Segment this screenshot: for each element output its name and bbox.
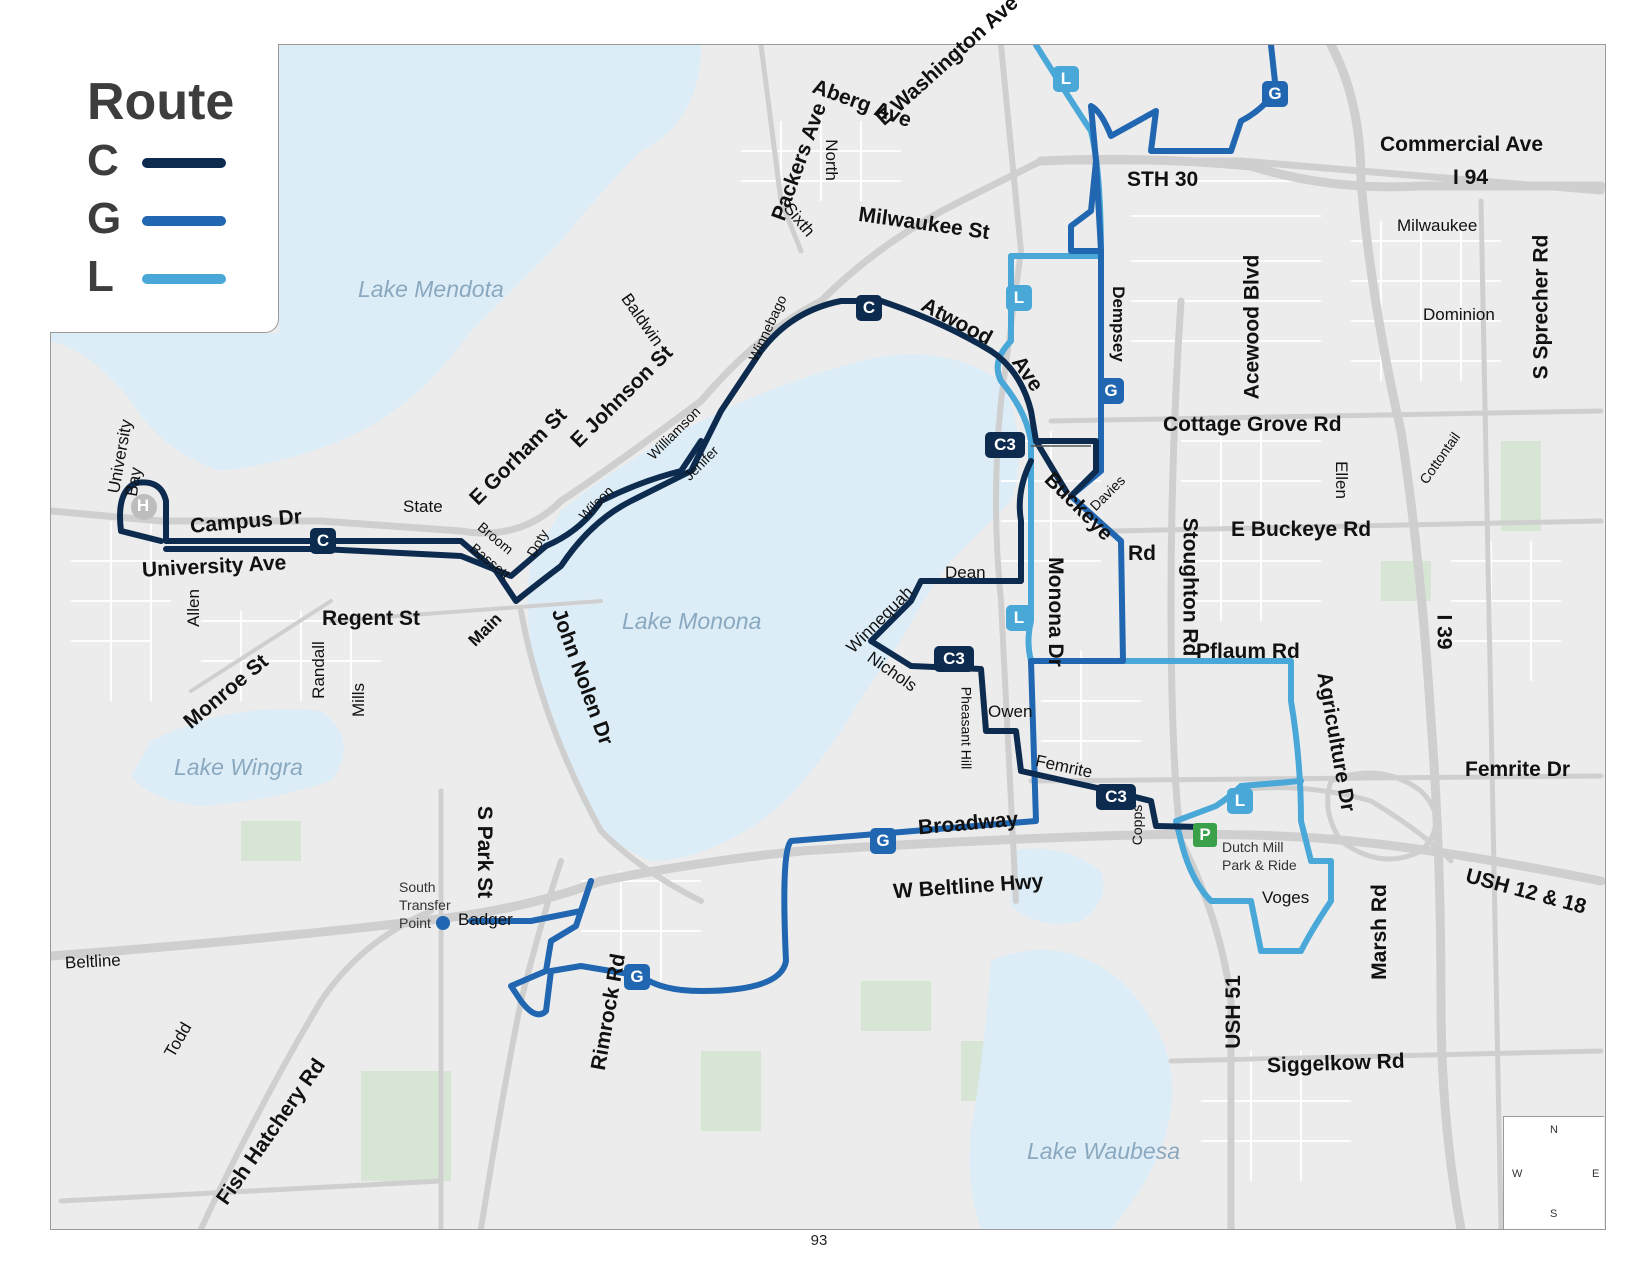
s-sprecher-rd-label: S Sprecher Rd: [1529, 234, 1553, 380]
dutch-mill-park-ride-label: Dutch Mill Park & Ride: [1222, 839, 1297, 873]
lake-upper-mud: [1011, 848, 1104, 924]
lake-monona-label: Lake Monona: [622, 608, 762, 634]
voges-label: Voges: [1262, 888, 1310, 907]
compass-w: W: [1512, 1168, 1523, 1180]
compass-e: E: [1592, 1168, 1600, 1180]
compass-box: N S E W: [1503, 1116, 1604, 1229]
copps-label: Copps: [1129, 804, 1146, 846]
regent-st-label: Regent St: [322, 607, 421, 630]
park-and-ride-icon: P: [1193, 823, 1217, 847]
lake-wingra: [131, 709, 344, 806]
sth-30-label: STH 30: [1127, 168, 1199, 191]
north-label: North: [821, 139, 841, 181]
route-c3-badge: C3: [985, 432, 1025, 458]
route-c-line: [117, 298, 1099, 604]
monona-dr-label: Monona Dr: [1043, 557, 1067, 667]
route-l-badge: L: [1006, 605, 1032, 631]
e-buckeye-rd-label: E Buckeye Rd: [1231, 518, 1372, 541]
milwaukee-label: Milwaukee: [1397, 216, 1478, 235]
ellen-label: Ellen: [1331, 461, 1351, 499]
legend-title: Route: [87, 73, 235, 131]
randall-label: Randall: [308, 641, 328, 699]
s-park-st-label: S Park St: [473, 805, 497, 899]
acewood-blvd-label: Acewood Blvd: [1240, 254, 1264, 400]
pflaum-rd-label: Pflaum Rd: [1196, 640, 1300, 663]
route-g-badge: G: [1098, 378, 1124, 404]
route-c3-badge: C3: [1096, 784, 1136, 810]
commercial-ave-label: Commercial Ave: [1380, 133, 1544, 156]
owen-label: Owen: [988, 702, 1033, 721]
route-g-badge: G: [624, 964, 650, 990]
lake-mendota-label: Lake Mendota: [358, 276, 504, 302]
lake-wingra-label: Lake Wingra: [174, 754, 303, 780]
ush-51-label: USH 51: [1221, 975, 1245, 1049]
route-l-badge: L: [1053, 66, 1079, 92]
route-g-badge: G: [1262, 81, 1288, 107]
i-94-label: I 94: [1453, 166, 1489, 189]
i-39-label: I 39: [1432, 614, 1456, 650]
page-number: 93: [810, 1232, 828, 1249]
lake-mendota: [51, 45, 701, 471]
route-l-badge: L: [1227, 788, 1253, 814]
pheasant-hill-label: Pheasant Hill: [958, 686, 975, 770]
legend-code-c: C: [87, 136, 119, 185]
compass-n: N: [1550, 1124, 1558, 1136]
route-legend: Route C G L: [50, 44, 279, 333]
lake-waubesa: [969, 949, 1173, 1229]
legend-swatch-l: [142, 274, 226, 284]
compass-s: S: [1550, 1208, 1558, 1220]
legend-code-l: L: [87, 252, 114, 301]
badger-label: Badger: [458, 910, 513, 929]
mills-label: Mills: [349, 683, 368, 717]
legend-row-l: L: [87, 252, 267, 304]
siggelkow-rd-label: Siggelkow Rd: [1266, 1049, 1406, 1078]
map-area: [50, 44, 1606, 1230]
route-c3-line: [868, 458, 1204, 830]
lake-waubesa-label: Lake Waubesa: [1027, 1138, 1181, 1164]
legend-row-g: G: [87, 194, 267, 246]
marsh-rd-label: Marsh Rd: [1367, 884, 1391, 980]
dominion-label: Dominion: [1423, 305, 1495, 324]
hospital-marker: [131, 494, 157, 520]
legend-row-c: C: [87, 136, 267, 188]
legend-code-g: G: [87, 194, 122, 243]
dean-label: Dean: [945, 563, 986, 582]
route-g-badge: G: [870, 828, 896, 854]
cottage-grove-rd-label: Cottage Grove Rd: [1163, 413, 1342, 436]
hospital-icon: H: [136, 496, 150, 515]
buckeye-rd-suffix-label: Rd: [1128, 542, 1156, 565]
dempsey-label: Dempsey: [1108, 286, 1128, 362]
major-roads: [51, 45, 1605, 1229]
south-transfer-point-marker: [436, 916, 450, 930]
allen-label: Allen: [183, 589, 203, 627]
route-c3-badge: C3: [934, 646, 974, 672]
legend-swatch-g: [142, 216, 226, 226]
legend-swatch-c: [142, 158, 226, 168]
beltline-label: Beltline: [64, 950, 122, 973]
femrite-dr-label: Femrite Dr: [1465, 758, 1571, 781]
south-transfer-point-label: South Transfer Point: [399, 879, 451, 931]
route-c-badge: C: [310, 528, 336, 554]
route-c-badge: C: [856, 295, 882, 321]
state-label: State: [403, 497, 443, 516]
stoughton-rd-label: Stoughton Rd: [1178, 517, 1202, 657]
route-l-badge: L: [1006, 285, 1032, 311]
